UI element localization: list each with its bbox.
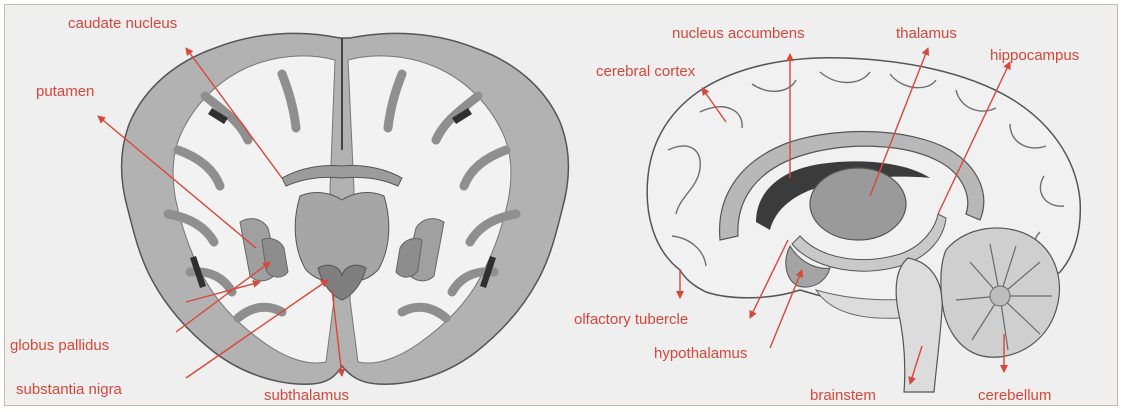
sagittal-brainstem [896,258,942,392]
label-hypothalamus: hypothalamus [654,345,747,362]
label-hippocampus: hippocampus [990,47,1079,64]
sagittal-brain-section [647,58,1080,392]
label-thalamus: thalamus [896,25,957,42]
label-cerebral-cortex: cerebral cortex [596,63,696,80]
label-substantia-nigra: substantia nigra [16,381,123,398]
label-globus-pallidus: globus pallidus [10,337,109,354]
sagittal-thalamus [810,168,906,240]
label-caudate-nucleus: caudate nucleus [68,15,177,32]
label-subthalamus: subthalamus [264,387,349,404]
coronal-brain-section [122,33,569,384]
label-brainstem: brainstem [810,387,876,404]
label-putamen: putamen [36,83,94,100]
label-nucleus-accumbens: nucleus accumbens [672,25,805,42]
label-olfactory-tubercle: olfactory tubercle [574,311,688,328]
label-cerebellum: cerebellum [978,387,1051,404]
sagittal-cerebellum [941,228,1060,357]
coronal-thalamus [295,193,389,282]
